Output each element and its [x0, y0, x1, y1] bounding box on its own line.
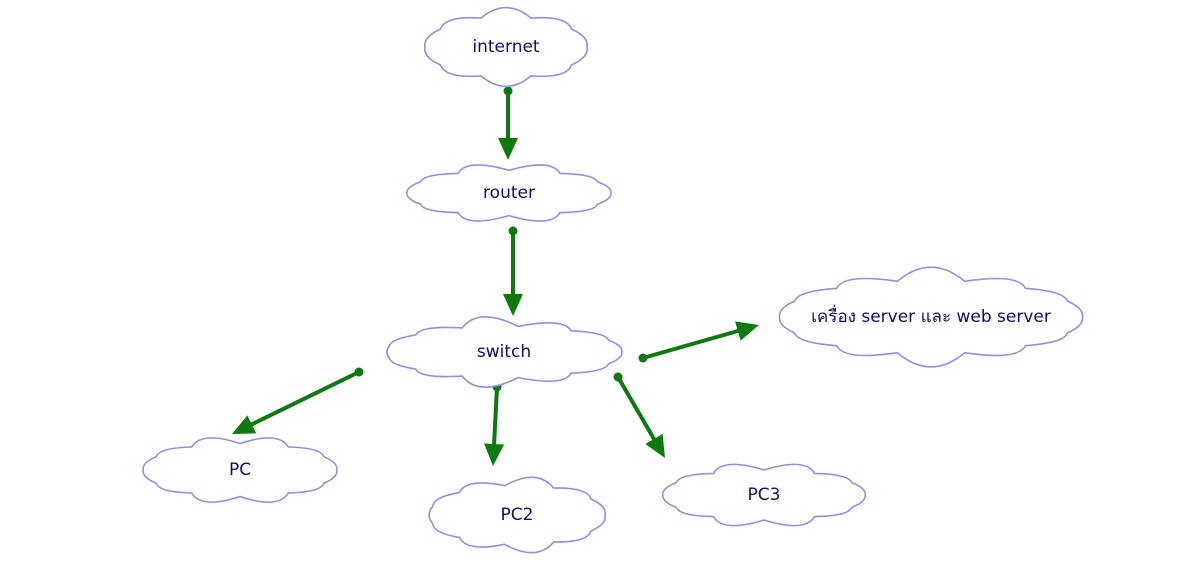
arrow-tail-dot: [503, 86, 513, 96]
arrow-tail-dot: [638, 353, 648, 363]
node-label-router: router: [483, 183, 535, 203]
arrow-line: [641, 329, 740, 360]
cloud-node-pc2: PC2: [428, 476, 606, 554]
edge-router-to-switch: [503, 226, 523, 316]
node-label-switch: switch: [477, 342, 531, 362]
edge-internet-to-router: [498, 86, 518, 160]
cloud-node-internet: internet: [423, 6, 589, 88]
arrow-tail-dot: [613, 372, 623, 382]
cloud-shape-pc: [142, 437, 338, 503]
cloud-shape-pc2: [428, 476, 606, 554]
cloud-node-pc: PC: [142, 437, 338, 503]
edge-switch-to-pc3: [613, 372, 665, 458]
node-label-pc: PC: [229, 460, 251, 480]
cloud-node-pc3: PC3: [661, 463, 867, 527]
arrow-line: [249, 370, 361, 427]
cloud-shape-internet: [423, 6, 589, 88]
node-label-server: เครื่อง server และ web server: [811, 304, 1051, 327]
node-label-pc2: PC2: [501, 505, 534, 525]
cloud-shape-server: [778, 266, 1084, 368]
arrow-tail-dot: [508, 226, 518, 236]
arrow-head: [498, 138, 518, 160]
node-label-internet: internet: [472, 37, 540, 57]
arrow-line: [616, 375, 656, 441]
cloud-shape-switch: [386, 316, 623, 388]
nodes-layer: internet router switch เครื่อง server และ w…: [142, 6, 1084, 554]
node-label-pc3: PC3: [748, 485, 781, 505]
edge-switch-to-server: [638, 321, 759, 363]
arrow-head: [735, 321, 759, 341]
cloud-node-router: router: [406, 164, 612, 222]
arrow-head: [645, 434, 665, 458]
arrow-head: [503, 294, 523, 316]
edge-switch-to-pc: [232, 367, 364, 434]
edges-layer: [232, 86, 759, 466]
arrow-head: [484, 443, 505, 466]
cloud-shape-pc3: [661, 463, 867, 527]
arrow-head: [232, 415, 257, 434]
cloud-node-switch: switch: [386, 316, 623, 388]
edge-switch-to-pc2: [484, 382, 505, 466]
arrow-tail-dot: [354, 367, 364, 377]
arrow-line: [492, 385, 499, 446]
cloud-shape-router: [406, 164, 612, 222]
cloud-node-server: เครื่อง server และ web server: [778, 266, 1084, 368]
